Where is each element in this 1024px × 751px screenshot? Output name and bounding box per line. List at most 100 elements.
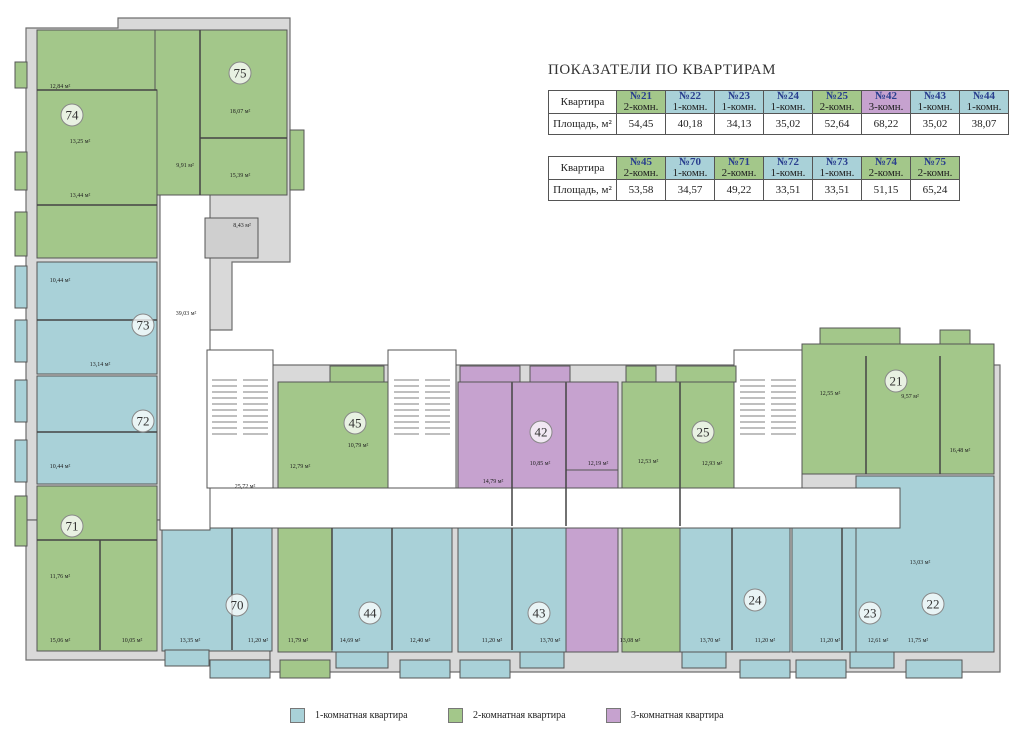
- stair-steps: [212, 379, 796, 435]
- legend-label: 3-комнатная квартира: [631, 709, 724, 721]
- apt-type: 1-комн.: [672, 101, 708, 113]
- apt-marker-circle: [60, 514, 84, 538]
- apt-type: 3-комн.: [868, 101, 904, 113]
- row-label-area: Площадь, м²: [548, 179, 617, 201]
- room-area: 12,79 м²: [290, 464, 311, 470]
- apt-marker-circle: [131, 313, 155, 337]
- stair-2: [387, 349, 457, 489]
- legend-swatch: [290, 708, 305, 723]
- apt-number: №22: [678, 90, 702, 102]
- apt-marker-number: 25: [697, 425, 710, 440]
- row-label-area: Площадь, м²: [548, 113, 617, 135]
- apt-area-74: 51,15: [861, 179, 911, 201]
- balconies: [14, 61, 971, 679]
- apt-type: 2-комн.: [623, 101, 659, 113]
- apt-type: 2-комн.: [868, 167, 904, 179]
- room-area: 14,79 м²: [483, 479, 504, 485]
- apt-marker-circle: [225, 593, 249, 617]
- apt-marker-number: 21: [890, 374, 903, 389]
- stair-1: [206, 349, 274, 489]
- apt-area-25: 52,64: [812, 113, 862, 135]
- corridor-horizontal: [209, 487, 901, 529]
- apt-area-43: 35,02: [910, 113, 960, 135]
- apt-number: №44: [972, 90, 996, 102]
- apt-number: №21: [629, 90, 653, 102]
- table-title: ПОКАЗАТЕЛИ ПО КВАРТИРАМ: [548, 62, 776, 78]
- apt-type: 1-комн.: [966, 101, 1002, 113]
- apt-area-24: 35,02: [763, 113, 813, 135]
- apt-70-area: [161, 527, 273, 652]
- apt-area-70: 34,57: [665, 179, 715, 201]
- room-area: 15,06 м²: [50, 638, 71, 644]
- apt-marker-circle: [858, 601, 882, 625]
- legend-three-room: 3-комнатная квартира: [606, 708, 724, 723]
- apt-71-area: [36, 485, 158, 652]
- apt-marker-circle: [527, 601, 551, 625]
- room-area: 13,03 м²: [910, 560, 931, 566]
- apt-number: №74: [874, 156, 898, 168]
- room-area: 8,43 м²: [233, 223, 251, 229]
- apt-marker-number: 74: [66, 108, 80, 123]
- tech-room: [204, 217, 259, 259]
- room-area: 12,19 м²: [588, 461, 609, 467]
- apt-number: №73: [825, 156, 849, 168]
- room-area: 11,20 м²: [248, 638, 269, 644]
- apt-area-75: 65,24: [910, 179, 960, 201]
- apt-marker-number: 42: [535, 425, 548, 440]
- corridor-vertical: [159, 194, 211, 531]
- apt-area-42: 68,22: [861, 113, 911, 135]
- room-area: 10,85 м²: [530, 461, 551, 467]
- apt-marker-circle: [884, 369, 908, 393]
- room-area: 13,25 м²: [70, 139, 91, 145]
- room-area: 13,70 м²: [540, 638, 561, 644]
- apt-marker-circle: [691, 420, 715, 444]
- apt-area-45: 53,58: [616, 179, 666, 201]
- apt-marker-number: 45: [349, 416, 362, 431]
- room-area: 9,91 м²: [176, 163, 194, 169]
- row-label-apartment: Квартира: [548, 90, 617, 114]
- apt-number: №23: [727, 90, 751, 102]
- room-area: 12,93 м²: [702, 461, 723, 467]
- room-area: 16,48 м²: [950, 448, 971, 454]
- room-area: 39,03 м²: [176, 311, 197, 317]
- room-area: 10,44 м²: [50, 278, 71, 284]
- apt-number: №45: [629, 156, 653, 168]
- room-area: 13,08 м²: [620, 638, 641, 644]
- apt-area-23: 34,13: [714, 113, 764, 135]
- room-area: 10,79 м²: [348, 443, 369, 449]
- room-area: 11,76 м²: [50, 574, 71, 580]
- room-area: 12,84 м²: [50, 84, 71, 90]
- legend-swatch: [606, 708, 621, 723]
- apt-type: 2-комн.: [721, 167, 757, 179]
- apt-type: 2-комн.: [917, 167, 953, 179]
- apt-marker-number: 24: [749, 593, 763, 608]
- partitions: [37, 30, 941, 650]
- apt-area-73: 33,51: [812, 179, 862, 201]
- legend-label: 2-комнатная квартира: [473, 709, 566, 721]
- room-area: 18,07 м²: [230, 109, 251, 115]
- room-area: 12,55 м²: [820, 391, 841, 397]
- apt-marker-circle: [743, 588, 767, 612]
- apt-marker-circle: [529, 420, 553, 444]
- room-area: 12,40 м²: [410, 638, 431, 644]
- apt-marker-circle: [921, 592, 945, 616]
- apt-number: №25: [825, 90, 849, 102]
- common-areas: [159, 194, 901, 531]
- apt-marker-number: 75: [234, 66, 247, 81]
- apt-type: 1-комн.: [672, 167, 708, 179]
- legend-swatch: [448, 708, 463, 723]
- room-area: 12,53 м²: [638, 459, 659, 465]
- apt-number: №42: [874, 90, 898, 102]
